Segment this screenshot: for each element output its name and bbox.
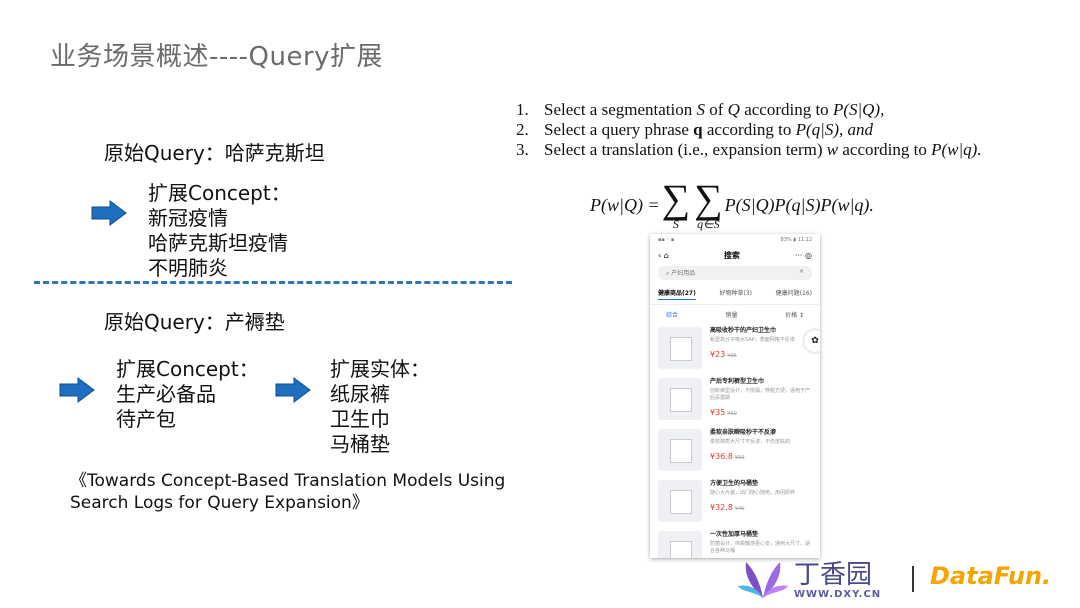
case1-concept-head: 扩展Concept： bbox=[148, 181, 291, 205]
case1-concept-block: 扩展Concept： 新冠疫情 哈萨克斯坦疫情 不明肺炎 bbox=[148, 181, 291, 281]
list-item[interactable]: 柔软亲肤瞬吸秒干不反渗柔软棉质大尺寸不反渗，不伤皮肤的¥36.8¥50 bbox=[650, 426, 820, 477]
product-image bbox=[658, 480, 702, 522]
case2-concept-head: 扩展Concept： bbox=[116, 357, 259, 381]
sort-bar: 综合 销量 价格 ↕ bbox=[650, 305, 820, 324]
more-icon[interactable]: ··· ◎ bbox=[794, 250, 812, 260]
step-2: 2. Select a query phrase q according to … bbox=[516, 120, 996, 140]
formula-rhs: P(S|Q)P(q|S)P(w|q). bbox=[724, 194, 874, 215]
nav-title: 搜索 bbox=[723, 250, 740, 260]
product-image bbox=[658, 429, 702, 471]
section-divider bbox=[34, 281, 512, 284]
dxy-logo: 丁香园 WWW.DXY.CN bbox=[738, 558, 881, 602]
case2-entity-item: 纸尿裤 bbox=[330, 382, 390, 406]
step-number: 2. bbox=[516, 120, 529, 139]
sort-price[interactable]: 价格 ↕ bbox=[785, 312, 804, 319]
right-arrow-icon bbox=[91, 200, 127, 226]
dxy-flower-icon bbox=[738, 562, 788, 598]
case1-concept-item: 不明肺炎 bbox=[148, 256, 228, 280]
right-arrow-icon bbox=[59, 377, 95, 403]
datafun-logo: DataFun. bbox=[930, 562, 1052, 590]
dxy-name-cn: 丁香园 bbox=[794, 559, 873, 590]
step-3: 3. Select a translation (i.e., expansion… bbox=[516, 140, 996, 160]
list-item[interactable]: 产后专利裤型卫生巾创新裤型设计，不侧漏，穿脱方便，适用于产后恶露期¥35¥50 bbox=[650, 375, 820, 426]
case1-concept-item: 哈萨克斯坦疫情 bbox=[148, 231, 288, 255]
result-tabs: 健康商品(27) 好物种草(3) 健康问题(16) bbox=[650, 282, 820, 305]
product-image bbox=[658, 531, 702, 558]
case2-entity-item: 卫生巾 bbox=[330, 407, 390, 431]
sort-sales[interactable]: 销量 bbox=[725, 312, 738, 319]
list-item[interactable]: 高吸收秒干的产妇卫生巾新型高分子吸水SAP，表面网格不反渗¥23¥35 bbox=[650, 324, 820, 375]
case2-entity-block: 扩展实体： 纸尿裤 卫生巾 马桶垫 bbox=[330, 357, 430, 457]
slide-title: 业务场景概述----Query扩展 bbox=[50, 42, 384, 72]
logo-separator bbox=[912, 566, 914, 592]
citation-line: 《Towards Concept-Based Translation Model… bbox=[70, 471, 506, 491]
case2-query-label: 原始Query：产褥垫 bbox=[104, 310, 285, 334]
app-screenshot: ▪▪ ◦ ▪83% ▮ 11:12 ‹ ⌂ 搜索 ··· ◎ ⌕ 产妇用品× 健… bbox=[650, 234, 820, 558]
paper-citation: 《Towards Concept-Based Translation Model… bbox=[70, 470, 505, 514]
case1-concept-item: 新冠疫情 bbox=[148, 206, 228, 230]
app-nav-bar: ‹ ⌂ 搜索 ··· ◎ bbox=[650, 246, 820, 264]
case2-entity-head: 扩展实体： bbox=[330, 357, 430, 381]
step-number: 1. bbox=[516, 100, 529, 119]
search-input[interactable]: ⌕ 产妇用品× bbox=[658, 266, 812, 280]
step-1: 1. Select a segmentation S of Q accordin… bbox=[516, 100, 996, 120]
expansion-formula: P(w|Q) = ∑ S ∑ q∈S P(S|Q)P(q|S)P(w|q). bbox=[590, 176, 874, 231]
case2-entity-item: 马桶垫 bbox=[330, 432, 390, 456]
step-text: Select a segmentation S of Q according t… bbox=[544, 100, 885, 119]
sum-over-q: ∑ q∈S bbox=[694, 176, 723, 231]
formula-lhs: P(w|Q) = bbox=[590, 194, 660, 215]
list-item[interactable]: 一次性加厚马桶垫防菌设计，绵柔触感更心安，通用大尺寸，适合各种马桶 bbox=[650, 528, 820, 558]
list-item[interactable]: 方便卫生的马桶垫随心大片装，出门随心随用，用闲即弃¥32.8¥45 bbox=[650, 477, 820, 528]
status-bar: ▪▪ ◦ ▪83% ▮ 11:12 bbox=[658, 237, 812, 243]
right-arrow-icon bbox=[275, 377, 311, 403]
sort-default[interactable]: 综合 bbox=[666, 312, 679, 319]
case1-query-label: 原始Query：哈萨克斯坦 bbox=[104, 141, 325, 165]
case2-concept-block: 扩展Concept： 生产必备品 待产包 bbox=[116, 357, 259, 432]
clear-icon: × bbox=[798, 268, 804, 275]
tab-questions[interactable]: 健康问题(16) bbox=[775, 290, 812, 297]
step-number: 3. bbox=[516, 140, 529, 159]
product-image bbox=[658, 378, 702, 420]
case2-concept-item: 待产包 bbox=[116, 407, 176, 431]
algorithm-steps: 1. Select a segmentation S of Q accordin… bbox=[516, 100, 996, 160]
sum-over-s: ∑ S bbox=[661, 176, 691, 231]
case2-concept-item: 生产必备品 bbox=[116, 382, 216, 406]
tab-products[interactable]: 健康商品(27) bbox=[658, 288, 696, 300]
product-image bbox=[658, 327, 702, 369]
dxy-url: WWW.DXY.CN bbox=[794, 588, 882, 600]
back-icon[interactable]: ‹ ⌂ bbox=[658, 250, 669, 260]
assistant-icon[interactable]: ✿ bbox=[804, 330, 820, 352]
step-text: Select a translation (i.e., expansion te… bbox=[544, 140, 982, 159]
tab-recommend[interactable]: 好物种草(3) bbox=[719, 290, 753, 297]
step-text: Select a query phrase q according to P(q… bbox=[544, 120, 874, 139]
citation-line: Search Logs for Query Expansion》 bbox=[70, 493, 369, 513]
